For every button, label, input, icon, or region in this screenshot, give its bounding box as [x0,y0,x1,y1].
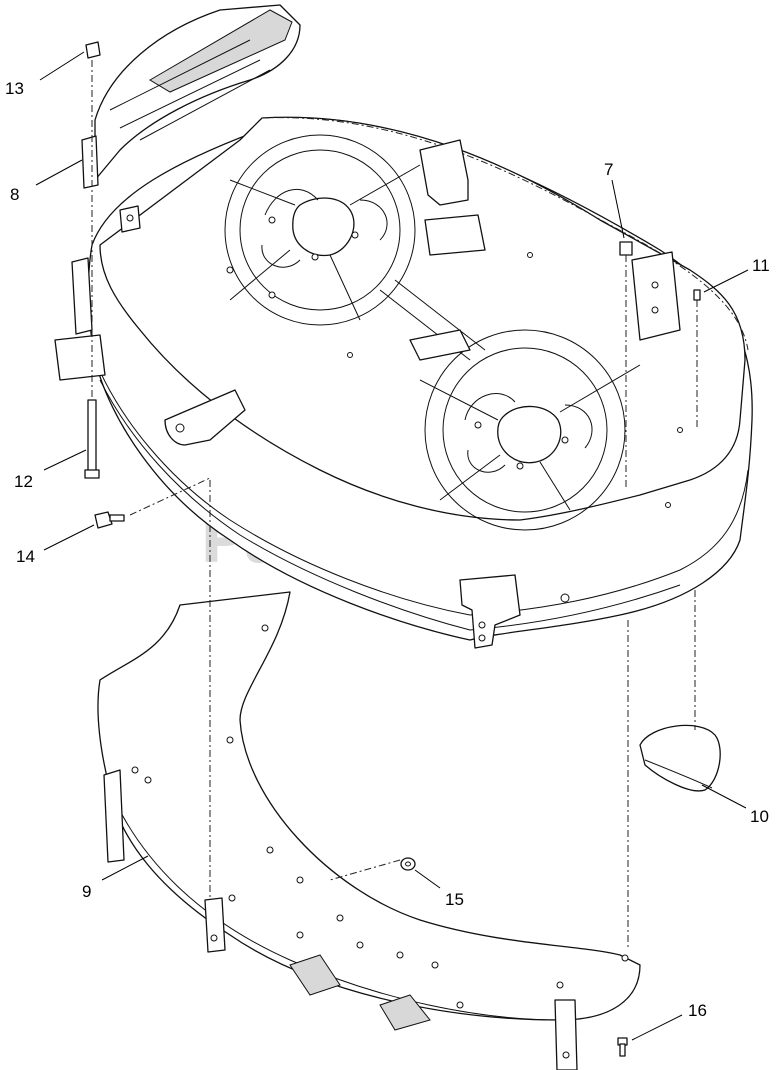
part-16-bolt [617,1037,628,1057]
part-8-deflector [81,4,301,189]
deck-bracket-top-1 [419,139,469,206]
callout-15: 15 [445,890,464,909]
part-12-bolt [84,399,100,479]
callout-10: 10 [750,807,769,826]
deck-bracket-right [631,251,681,341]
callout-9: 9 [82,882,91,901]
leader-13 [39,51,85,81]
leader-16 [631,1014,683,1041]
leader-7 [611,179,625,239]
part-7-nut [619,241,633,256]
part-9-baffle [97,591,641,1070]
deck-left-bracket-upper [71,257,93,335]
leader-11 [703,269,749,293]
deck-rim [94,359,749,616]
part-10-cap [639,724,721,792]
leader-15 [414,869,441,889]
part-15-washer [400,857,416,871]
leader-12 [43,449,87,471]
deck-bracket-top-2 [424,214,486,256]
deck-front-hitch [459,574,521,649]
callouts: 13 8 7 11 12 14 10 9 15 16 [5,51,770,1041]
callout-14: 14 [16,547,35,566]
callout-12: 12 [14,472,33,491]
part-14-bolt [94,511,125,529]
callout-11: 11 [752,256,770,275]
leader-8 [35,159,83,186]
mower-deck [54,116,753,649]
callout-8: 8 [10,185,19,204]
part-11-screw [693,289,701,301]
deck-reference-line [261,117,749,351]
deck-top-surface [99,116,746,521]
callout-7: 7 [604,160,613,179]
part-13-nut [85,41,101,59]
right-spindle-frame [419,329,641,531]
deck-rim-lower [99,379,681,631]
callout-16: 16 [688,1001,707,1020]
leader-14 [43,524,95,551]
callout-13: 13 [5,79,24,98]
leader-10 [701,784,747,809]
deck-left-bracket-lower [54,334,106,381]
alignment-lines [91,60,698,950]
left-spindle-frame [224,134,421,326]
leader-9 [101,855,149,881]
deck-bracket-center [409,329,471,361]
deck-arm-bracket [164,389,246,446]
